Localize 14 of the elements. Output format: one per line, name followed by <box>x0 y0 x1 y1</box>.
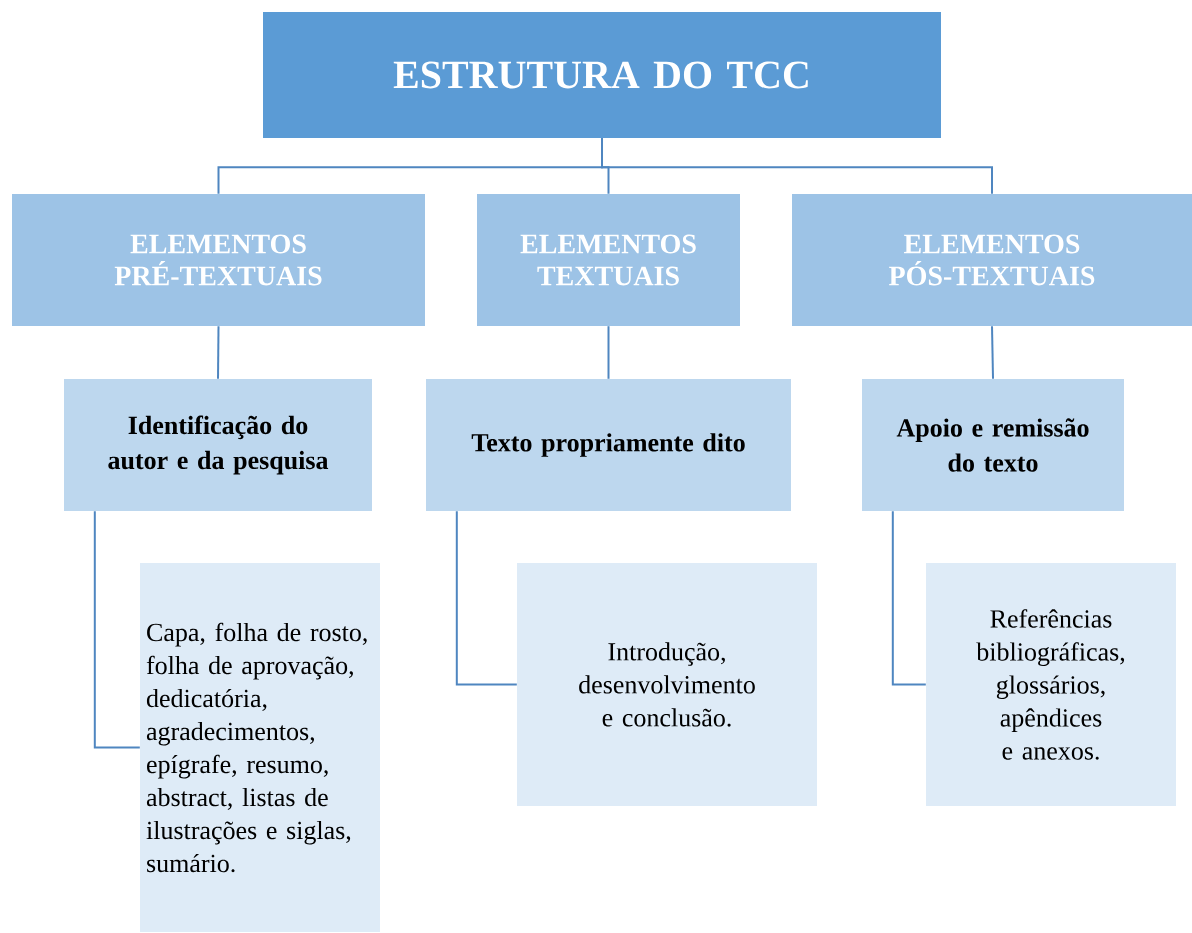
connector-line <box>217 325 220 380</box>
category-box: Identificação do autor e da pesquisa <box>64 379 372 511</box>
connector-line <box>607 325 610 380</box>
section-box: ELEMENTOS PÓS-TEXTUAIS <box>792 194 1192 326</box>
category-box: Apoio e remissão do texto <box>862 379 1124 511</box>
connector-line <box>601 137 993 195</box>
category-box: Texto propriamente dito <box>426 379 791 511</box>
content-box: Capa, folha de rosto, folha de aprovação, dedicatória, agradecimentos, epígrafe, resumo, abstract, listas de ilustrações e siglas, sumário. <box>140 563 380 932</box>
section-box: ELEMENTOS PRÉ-TEXTUAIS <box>12 194 425 326</box>
section-box: ELEMENTOS TEXTUAIS <box>477 194 740 326</box>
title-box: ESTRUTURA DO TCC <box>263 12 941 138</box>
connector-line <box>991 325 994 380</box>
content-box: Introdução, desenvolvimento e conclusão. <box>517 563 817 806</box>
content-box: Referências bibliográficas, glossários, apêndices e anexos. <box>926 563 1176 806</box>
